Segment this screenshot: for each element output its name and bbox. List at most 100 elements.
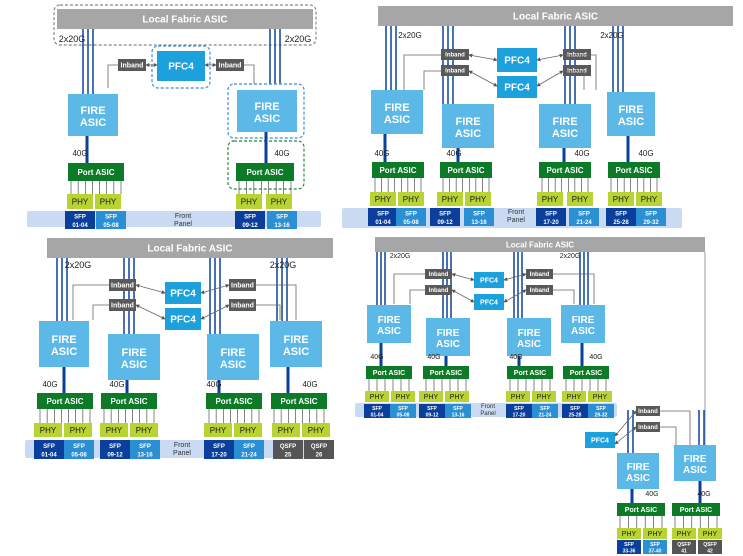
bandwidth-label: 40G [109, 380, 124, 389]
pfc4 [157, 51, 205, 81]
port-range-label: 13-16 [137, 453, 153, 459]
port-block [532, 404, 558, 418]
inband-label: Inband [638, 409, 658, 415]
port-type-label: SFP [43, 444, 55, 450]
pfc4 [585, 432, 615, 448]
port-type-label: SFP [243, 444, 255, 450]
fire-asic-label: FIRE [378, 315, 401, 326]
pfc4 [474, 272, 504, 288]
port-block [562, 404, 588, 418]
front-panel-label: Front [174, 442, 190, 449]
fire-asic [108, 334, 160, 380]
inband-label: Inband [429, 288, 449, 294]
port-block [698, 540, 722, 554]
fire-asic-label: FIRE [437, 328, 460, 339]
inband-label: Inband [111, 302, 134, 309]
port-block [234, 440, 264, 459]
inband-link [614, 426, 637, 445]
pfc4 [165, 308, 201, 330]
port-asic [101, 393, 157, 409]
phy-label: PHY [703, 531, 718, 538]
phy-label: PHY [240, 426, 257, 435]
phy-label: PHY [70, 426, 87, 435]
fire-asic-label: FIRE [283, 334, 308, 346]
fire-asic [39, 321, 89, 367]
port-type-label: QSFP [311, 444, 327, 450]
port-range-label: 42 [707, 548, 713, 554]
port-block [617, 540, 641, 554]
port-type-label: SFP [578, 212, 590, 218]
inband-label: Inband [231, 282, 254, 289]
port-asic [608, 162, 660, 178]
phy [588, 391, 612, 402]
bandwidth-label: 40G [374, 149, 389, 158]
port-block [96, 211, 126, 229]
phy-label: PHY [106, 426, 123, 435]
phy-label: PHY [567, 394, 582, 401]
fire-asic-label: ASIC [377, 326, 401, 337]
port-range-label: 05-08 [103, 223, 119, 229]
port-asic [617, 503, 665, 516]
bandwidth-label: 40G [697, 491, 710, 498]
phy-label: PHY [370, 394, 385, 401]
phy [365, 391, 389, 402]
port-block [368, 208, 398, 226]
bandwidth-label: 40G [589, 354, 602, 361]
port-asic-label: Port ASIC [514, 370, 546, 377]
pfc4-label: PFC4 [170, 289, 196, 300]
fire-asic-label: ASIC [517, 339, 541, 350]
port-block [536, 208, 566, 226]
port-range-label: 01-04 [371, 412, 384, 418]
local-fabric-asic-label: Local Fabric ASIC [513, 12, 598, 23]
phy-label: PHY [641, 195, 658, 204]
pfc4 [497, 48, 537, 72]
port-asic-label: Port ASIC [215, 397, 252, 406]
inband [563, 65, 591, 76]
front-panel-label: Front [175, 213, 191, 220]
phy [672, 528, 696, 539]
fire-asic-label: ASIC [571, 326, 595, 337]
pfc4-label: PFC4 [504, 83, 530, 94]
port-range-label: 09-12 [437, 220, 453, 226]
inband [526, 269, 553, 279]
inband-label: Inband [567, 53, 587, 59]
inband-link [256, 304, 281, 320]
port-type-label: SFP [624, 542, 634, 548]
phy [302, 423, 330, 437]
local-fabric-asic-label: Local Fabric ASIC [147, 244, 232, 255]
port-asic-label: Port ASIC [373, 370, 405, 377]
phy-label: PHY [403, 195, 420, 204]
phy [272, 423, 300, 437]
port-range-label: 37-40 [649, 548, 662, 554]
phy-label: PHY [136, 426, 153, 435]
local-fabric-asic [378, 6, 733, 26]
fire-asic-label: ASIC [552, 128, 578, 140]
phy-label: PHY [100, 197, 117, 206]
pfc4-label: PFC4 [168, 62, 194, 73]
port-block [606, 208, 636, 226]
phy-label: PHY [72, 197, 89, 206]
inband-link [451, 272, 475, 282]
fire-asic-label: FIRE [618, 104, 643, 116]
port-asic-label: Port ASIC [447, 166, 484, 175]
port-asic [37, 393, 93, 409]
phy-label: PHY [648, 531, 663, 538]
port-type-label: SFP [645, 212, 657, 218]
port-type-label: SFP [405, 212, 417, 218]
inband-link [72, 284, 109, 320]
fire-asic-label: FIRE [455, 116, 480, 128]
port-asic-label: Port ASIC [110, 397, 147, 406]
fire-asic-label: ASIC [618, 116, 644, 128]
phy [617, 528, 641, 539]
fire-asic-label: ASIC [384, 114, 410, 126]
fire-asic-label: FIRE [51, 334, 76, 346]
inband-label: Inband [530, 272, 550, 278]
phy [537, 192, 563, 206]
port-range-label: 26 [316, 453, 323, 459]
port-type-label: SFP [427, 406, 437, 412]
port-type-label: SFP [213, 444, 225, 450]
local-fabric-asic [47, 238, 333, 258]
port-block [643, 540, 667, 554]
port-block [506, 404, 532, 418]
inband-label: Inband [231, 302, 254, 309]
